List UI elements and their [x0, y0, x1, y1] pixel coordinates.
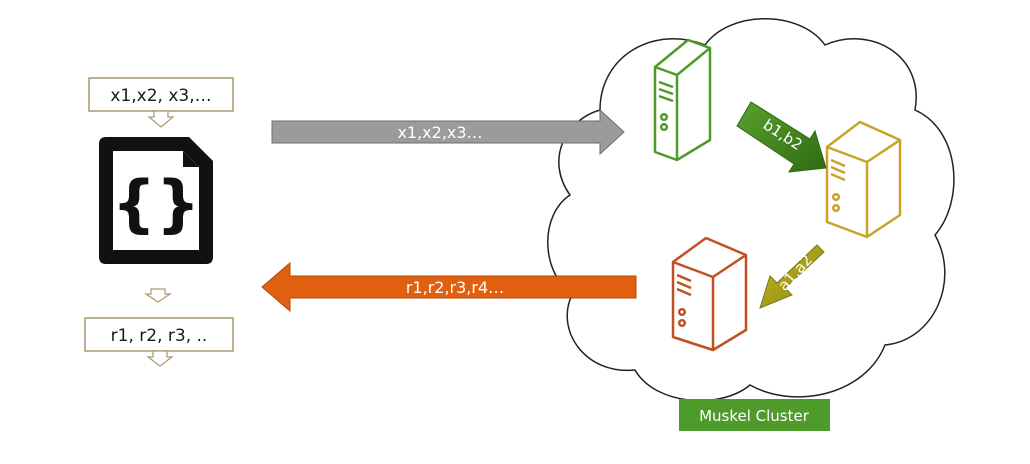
- output-data-box: r1, r2, r3, ..: [84, 317, 234, 352]
- input-data-label: x1,x2, x3,…: [110, 86, 211, 106]
- server-icon: [671, 236, 748, 352]
- response-arrow: r1,r2,r3,r4…: [261, 261, 637, 313]
- input-data-box: x1,x2, x3,…: [88, 77, 234, 112]
- cluster-label-badge: Muskel Cluster: [679, 399, 830, 431]
- json-file-icon: {}: [99, 137, 213, 264]
- request-arrow: x1,x2,x3…: [271, 108, 625, 156]
- output-data-label: r1, r2, r3, ..: [111, 326, 208, 346]
- down-arrow-icon: [146, 350, 174, 367]
- request-arrow-label: x1,x2,x3…: [397, 123, 482, 142]
- server-icon: [653, 38, 712, 162]
- cluster-label: Muskel Cluster: [699, 407, 810, 425]
- down-arrow-icon: [144, 288, 172, 303]
- braces-glyph: {}: [112, 167, 200, 240]
- response-arrow-label: r1,r2,r3,r4…: [406, 278, 504, 297]
- server-icon: [825, 120, 902, 239]
- down-arrow-icon: [147, 110, 175, 128]
